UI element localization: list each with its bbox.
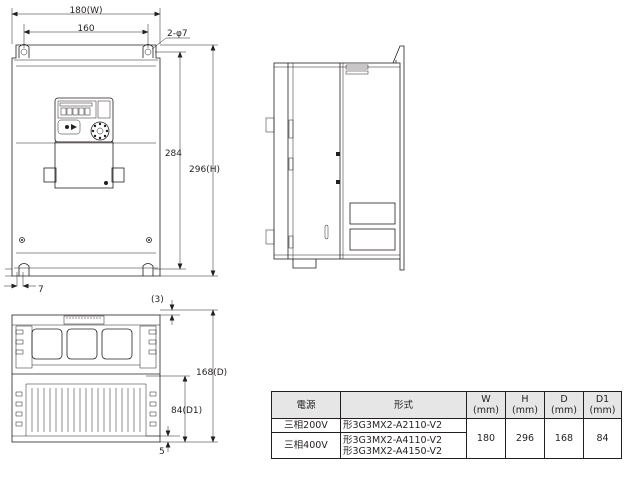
dim-width-label: 180(W)	[69, 6, 102, 16]
dim-depth1-label: 84(D1)	[171, 406, 202, 416]
value-d1: 84	[583, 418, 622, 459]
model-cell: 形3G3MX2-A2110-V2	[340, 418, 467, 433]
value-d: 168	[544, 418, 584, 459]
value-h: 296	[505, 418, 545, 459]
front-dimensions	[4, 8, 218, 289]
header-d: D(mm)	[544, 391, 584, 419]
table-row: 三相200V 形3G3MX2-A2110-V2 180 296 168 84	[271, 418, 622, 459]
bottom-view	[11, 314, 161, 443]
dim-mount-pitch-label: 160	[77, 24, 94, 34]
bottom-dimensions	[146, 300, 218, 452]
header-h: H(mm)	[505, 391, 545, 419]
side-view	[265, 45, 405, 271]
dim-bottom-gap-label: 5	[159, 447, 165, 457]
dim-bottom-offset-label: 7	[38, 285, 44, 295]
spec-table: 電源 形式 W(mm) H(mm) D(mm) D1(mm) 三相200V 形3…	[271, 391, 622, 459]
front-view	[11, 44, 161, 277]
value-w: 180	[466, 418, 506, 459]
dim-hole-label: 2-φ7	[167, 29, 188, 39]
dim-depth-label: 168(D)	[196, 368, 227, 378]
dim-mount-height-label: 284	[165, 149, 182, 159]
dim-side-gap-label: (3)	[151, 295, 164, 305]
header-d1: D1(mm)	[583, 391, 622, 419]
header-model: 形式	[340, 391, 467, 419]
power-cell: 三相400V	[271, 432, 341, 459]
header-power: 電源	[271, 391, 341, 419]
header-w: W(mm)	[466, 391, 506, 419]
power-cell: 三相200V	[271, 418, 341, 433]
dim-height-label: 296(H)	[189, 165, 220, 175]
